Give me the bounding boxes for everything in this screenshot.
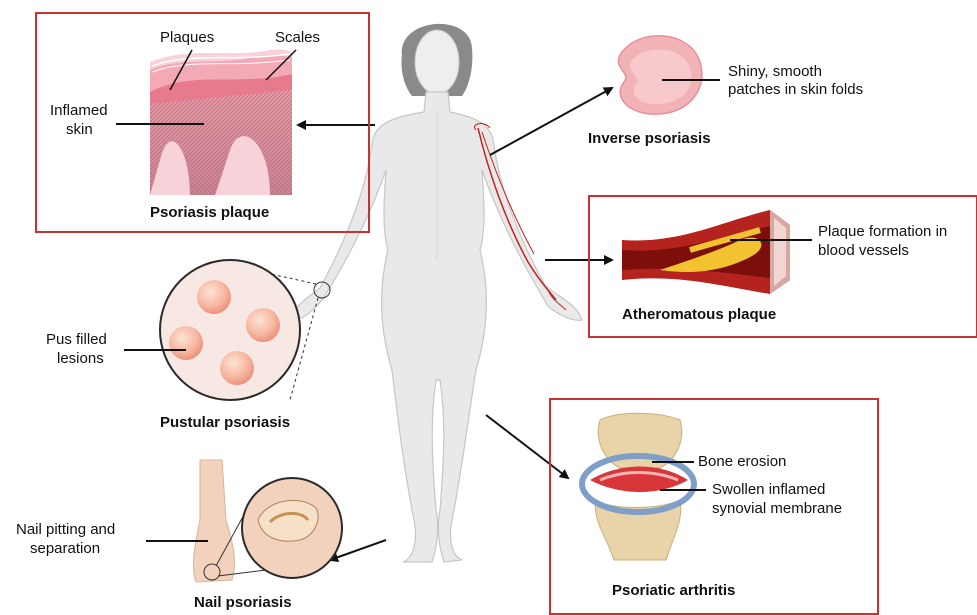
bone-erosion-label: Bone erosion [698,452,786,471]
nail-label-line1: Nail pitting and [16,520,115,539]
inflamed-skin-label-line1: Inflamed [50,101,108,120]
inverse-psoriasis-title: Inverse psoriasis [588,130,711,147]
inflamed-skin-label-line2: skin [66,120,93,139]
inverse-psoriasis-label-line2: patches in skin folds [728,80,863,99]
psoriatic-arthritis-title: Psoriatic arthritis [612,582,735,599]
nail-label-line2: separation [30,539,100,558]
pustular-label-line1: Pus filled [46,330,107,349]
pustular-psoriasis-title: Pustular psoriasis [160,414,290,431]
nail-psoriasis-illustration [146,460,342,582]
atheromatous-label-line1: Plaque formation in [818,222,947,241]
inverse-psoriasis-illustration [618,36,720,114]
nail-psoriasis-title: Nail psoriasis [194,594,292,611]
scales-label: Scales [275,28,320,47]
synovial-label-line1: Swollen inflamed [712,480,825,499]
pustular-psoriasis-illustration [124,260,330,400]
pustular-label-line2: lesions [57,349,104,368]
atheromatous-plaque-title: Atheromatous plaque [622,306,776,323]
plaques-label: Plaques [160,28,214,47]
inverse-psoriasis-label-line1: Shiny, smooth [728,62,822,81]
synovial-label-line2: synovial membrane [712,499,842,518]
atheromatous-label-line2: blood vessels [818,241,909,260]
psoriasis-plaque-title: Psoriasis plaque [150,204,269,221]
